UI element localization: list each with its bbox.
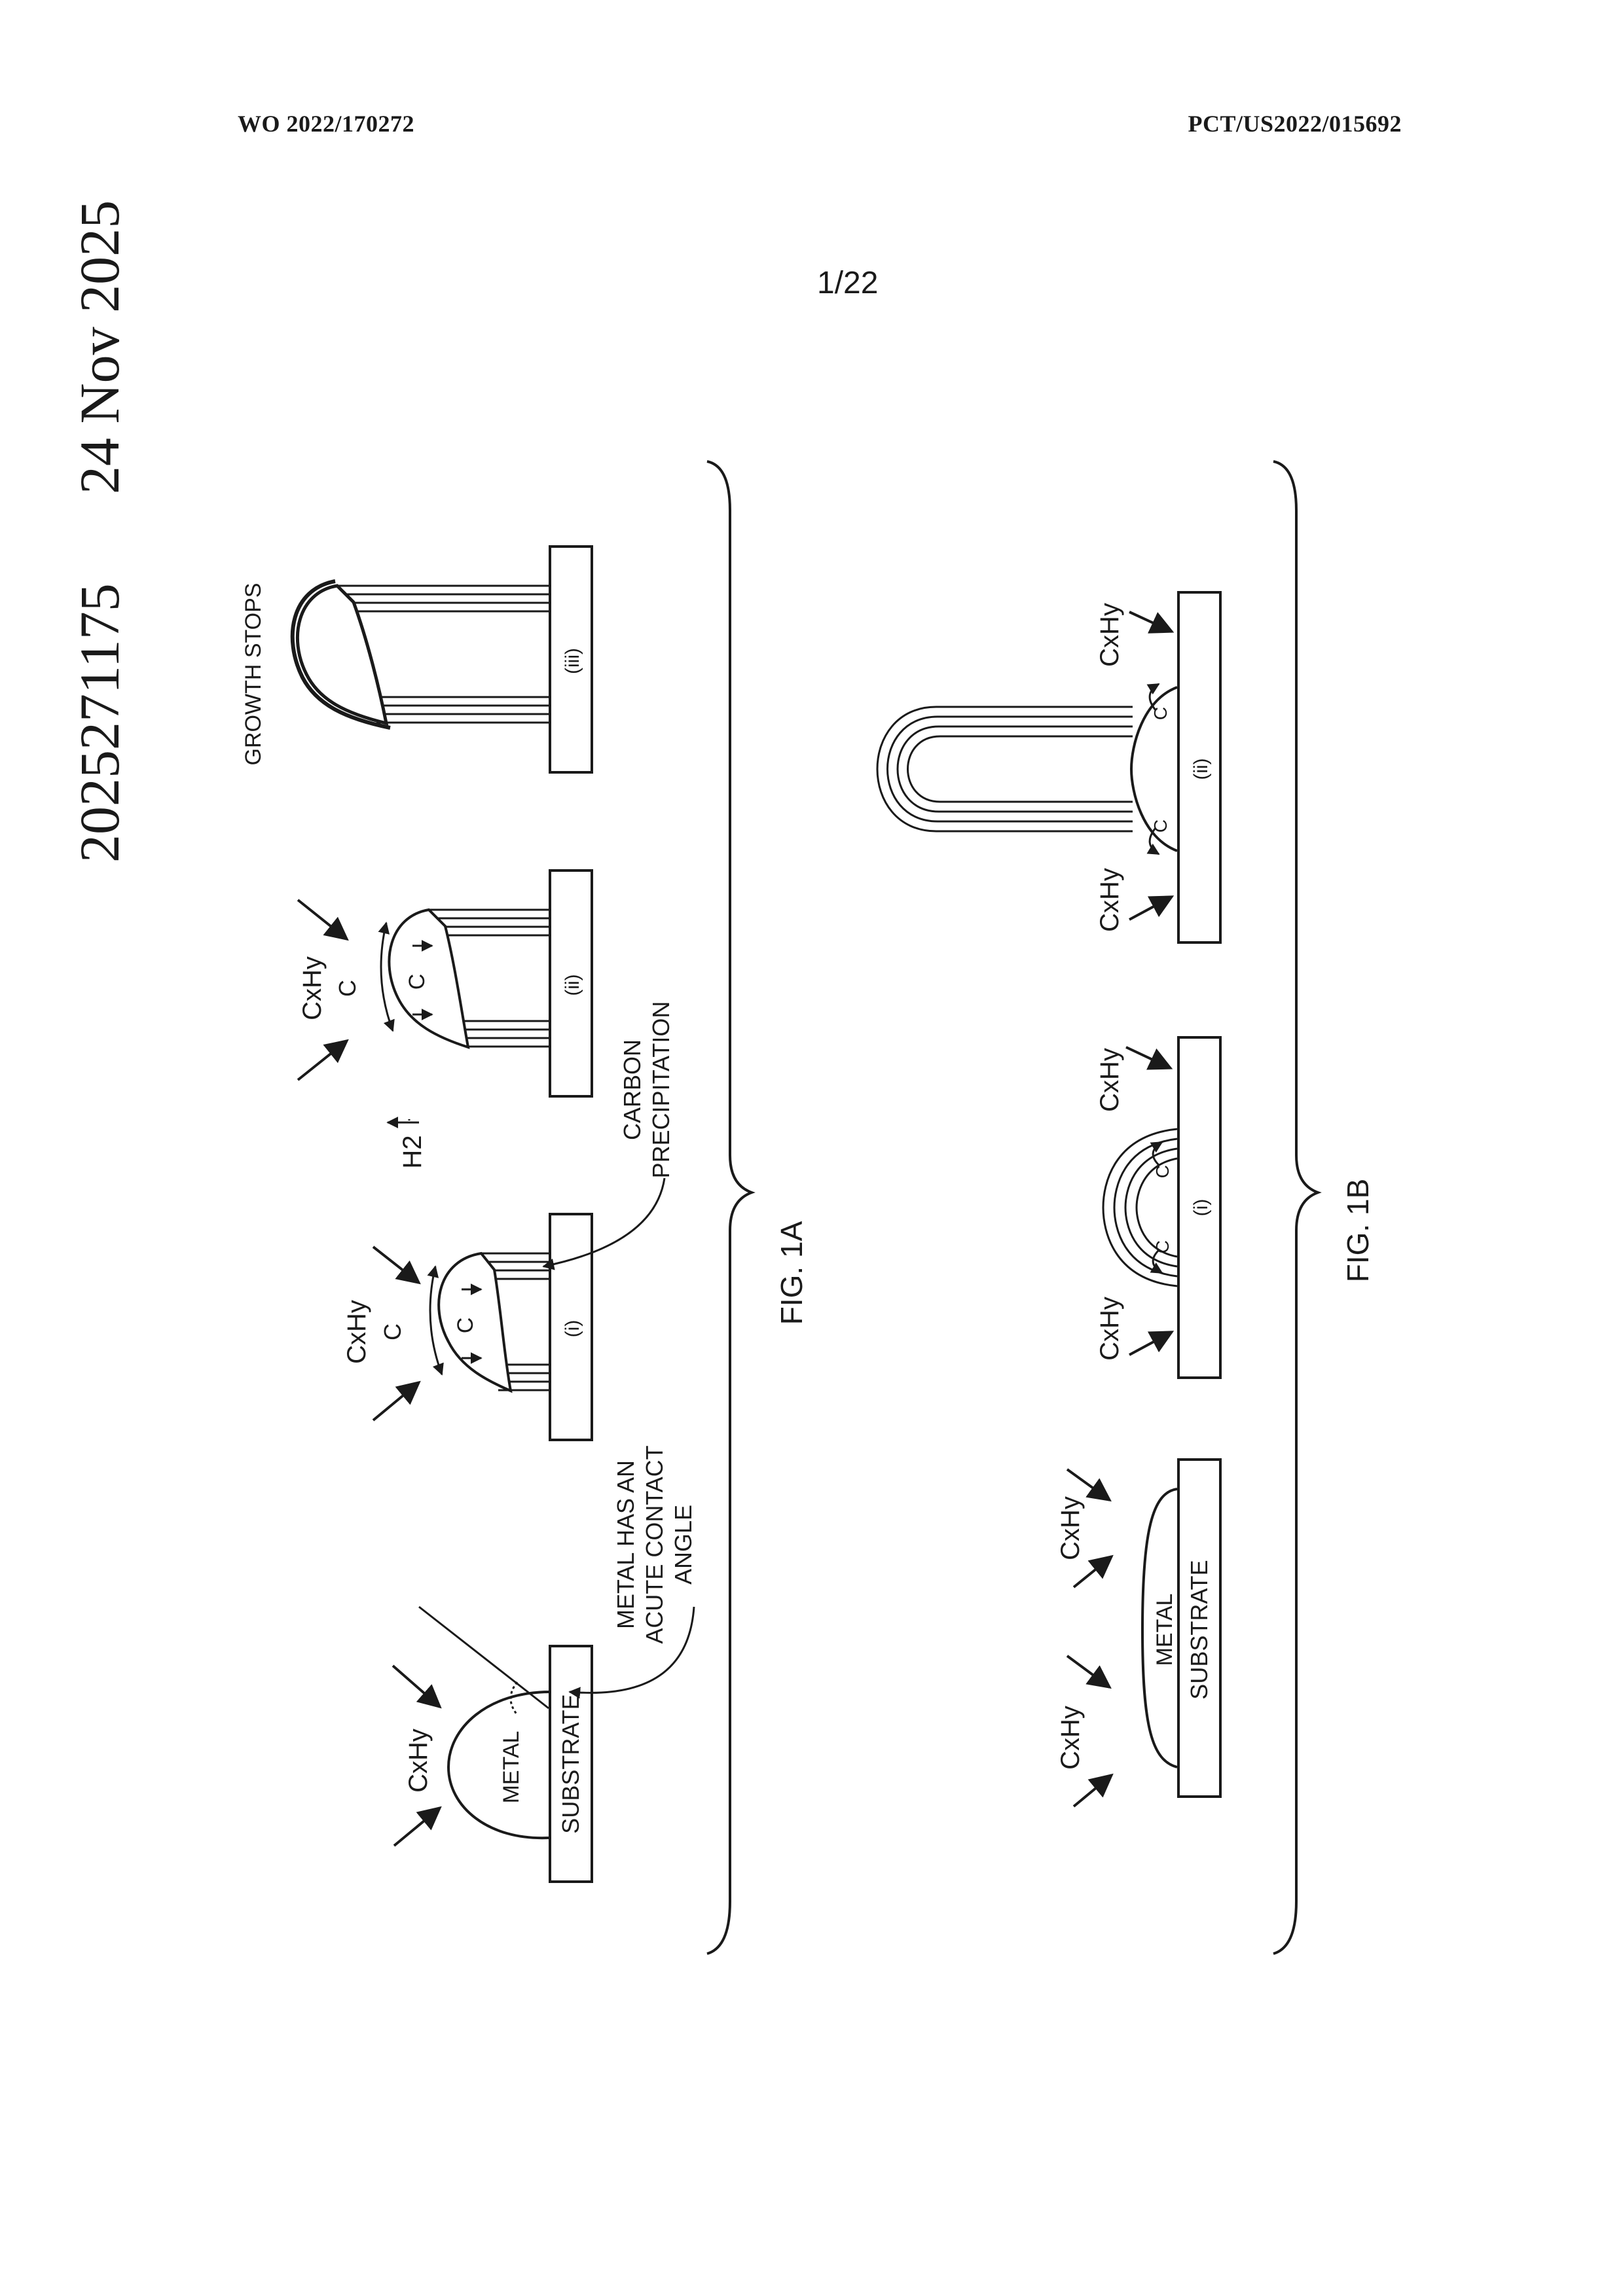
gas-label: CxHy xyxy=(1095,603,1124,667)
carbon-symbol: C xyxy=(1152,1240,1173,1253)
stage-label: (ii) xyxy=(562,974,583,996)
gas-arrow xyxy=(1074,1556,1112,1587)
substrate-label: SUBSTRATE xyxy=(1186,1560,1213,1699)
gas-arrow xyxy=(1129,897,1172,920)
gas-label: CxHy xyxy=(1056,1706,1085,1770)
fig-1b-initial: SUBSTRATE METAL CxHy CxHy xyxy=(1056,1460,1220,1806)
gas-label: CxHy xyxy=(1095,868,1124,932)
gas-label: CxHy xyxy=(1095,1297,1124,1361)
gas-arrow xyxy=(1129,612,1172,632)
fig-1a-stage-iii: (iii) GROWTH STOPS xyxy=(241,547,592,772)
fig-1b-brace xyxy=(1273,461,1318,1954)
fig-1b: FIG. 1B SUBSTRATE METAL CxHy CxHy (i) xyxy=(877,461,1375,1954)
carbon-symbol: C xyxy=(379,1323,406,1340)
fig-1a: FIG. 1A SUBSTRATE METAL CxHy METAL HAS A… xyxy=(241,461,809,1954)
fig-1b-stage-i: (i) C C CxHy CxHy xyxy=(1095,1037,1220,1378)
fig-1a-initial: SUBSTRATE METAL CxHy METAL HAS AN ACUTE … xyxy=(393,1445,697,1882)
carbon-symbol: C xyxy=(405,974,429,990)
stage-label: (i) xyxy=(562,1320,583,1338)
fig-1a-stage-i: (i) C CxHy C xyxy=(342,1214,592,1440)
gas-arrow xyxy=(1067,1469,1110,1500)
hydrogen-label: H2 xyxy=(398,1135,427,1168)
catalyst-particle xyxy=(297,586,386,723)
carbon-precipitation-label: CARBON xyxy=(619,1039,646,1140)
gas-arrow xyxy=(1129,1332,1172,1355)
contact-angle-tangent xyxy=(419,1607,549,1708)
gas-label: CxHy xyxy=(298,956,327,1020)
carbon-symbol: C xyxy=(1150,819,1171,833)
fig-1a-stage-ii: (ii) C CxHy C xyxy=(298,870,592,1096)
contact-angle-label: METAL HAS AN xyxy=(612,1460,639,1629)
contact-angle-label: ACUTE CONTACT xyxy=(641,1445,668,1643)
carbon-symbol: C xyxy=(453,1318,478,1334)
gas-arrow xyxy=(373,1247,419,1283)
gas-arrow xyxy=(1074,1775,1112,1806)
carbon-precipitation-label: PRECIPITATION xyxy=(647,1001,674,1179)
growth-stops-label: GROWTH STOPS xyxy=(241,583,266,766)
gas-arrow xyxy=(298,900,347,939)
nanotube-walls xyxy=(877,707,1133,831)
gas-arrow xyxy=(298,1041,347,1080)
contact-angle-label: ANGLE xyxy=(670,1505,697,1585)
metal-label: METAL xyxy=(1152,1594,1177,1666)
gas-label: CxHy xyxy=(342,1300,371,1364)
gas-arrow xyxy=(1067,1656,1110,1687)
carbon-symbol: C xyxy=(334,980,361,997)
gas-label: CxHy xyxy=(1095,1048,1124,1112)
gas-label: CxHy xyxy=(404,1729,433,1793)
gas-arrow xyxy=(373,1382,419,1420)
gas-label: CxHy xyxy=(1056,1496,1085,1560)
contact-angle-arc xyxy=(511,1682,517,1715)
gas-arrow xyxy=(394,1808,440,1846)
fig-1b-caption: FIG. 1B xyxy=(1341,1179,1375,1282)
substrate-label: SUBSTRATE xyxy=(557,1694,584,1833)
fig-1b-stage-ii: (ii) C C CxHy CxHy xyxy=(877,592,1220,942)
carbon-symbol: C xyxy=(1150,707,1171,720)
fig-1a-caption: FIG. 1A xyxy=(775,1221,809,1325)
stage-label: (i) xyxy=(1190,1199,1212,1217)
gas-arrow xyxy=(393,1666,440,1707)
carbon-cap-layers xyxy=(1103,1129,1177,1286)
carbon-symbol: C xyxy=(1152,1165,1173,1178)
fig-1a-brace xyxy=(707,461,752,1954)
stage-label: (ii) xyxy=(1190,758,1212,780)
gas-arrow xyxy=(1126,1047,1171,1068)
stage-label: (iii) xyxy=(562,648,583,674)
metal-label: METAL xyxy=(499,1731,524,1804)
